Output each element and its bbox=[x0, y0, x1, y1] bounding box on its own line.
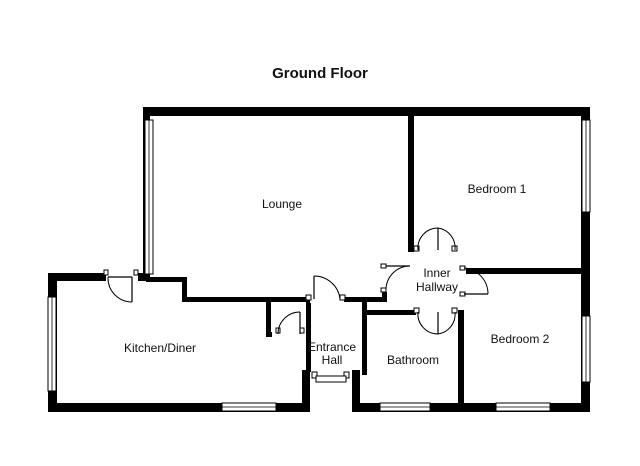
wall-right bbox=[581, 107, 590, 411]
wall-entrance-hall-left bbox=[306, 297, 311, 375]
door-entrance-front bbox=[310, 371, 352, 384]
wall-lounge-step-v bbox=[182, 277, 187, 302]
room-label-entrance-hall-line1: Entrance bbox=[308, 340, 356, 354]
room-labels: Lounge Bedroom 1 Inner Hallway Kitchen/D… bbox=[124, 182, 550, 367]
door-entrance-lounge bbox=[305, 275, 346, 303]
room-label-bedroom-2: Bedroom 2 bbox=[491, 332, 550, 346]
room-label-entrance-hall-line2: Hall bbox=[322, 353, 343, 367]
windows bbox=[47, 119, 591, 412]
wall-lounge-bottom bbox=[182, 297, 306, 302]
door-hallway-lounge bbox=[380, 262, 411, 293]
room-label-lounge: Lounge bbox=[262, 197, 302, 211]
wall-lounge-step bbox=[146, 277, 186, 282]
interior-walls bbox=[146, 112, 586, 408]
window-bedroom2-right bbox=[581, 315, 591, 383]
wall-bottom-right bbox=[360, 403, 590, 412]
door-hallway-bedroom2 bbox=[459, 265, 489, 297]
window-kitchen-bottom bbox=[221, 402, 277, 412]
door-hallway-bedroom1 bbox=[413, 227, 458, 254]
window-kitchen-left bbox=[47, 296, 57, 392]
window-lounge-left bbox=[144, 119, 154, 275]
window-bedroom2-bottom bbox=[495, 402, 551, 412]
wall-bathroom-bedroom2 bbox=[458, 310, 464, 408]
wall-bedroom1-bedroom2 bbox=[460, 268, 586, 274]
room-label-bedroom-1: Bedroom 1 bbox=[468, 182, 527, 196]
room-label-inner-hallway-line2: Hallway bbox=[416, 280, 458, 294]
wall-entrance-right bbox=[352, 370, 360, 412]
exterior-walls bbox=[48, 107, 590, 412]
wall-cupboard-left bbox=[266, 297, 271, 337]
room-label-inner-hallway-line1: Inner bbox=[423, 266, 450, 280]
doors bbox=[103, 227, 489, 384]
window-bedroom1-right bbox=[581, 119, 591, 213]
wall-top-kitchen bbox=[48, 273, 146, 281]
door-cupboard bbox=[272, 311, 306, 338]
wall-lounge-bedroom1 bbox=[408, 112, 414, 252]
wall-top bbox=[146, 107, 590, 116]
floor-title: Ground Floor bbox=[272, 65, 368, 82]
wall-entrance-left bbox=[302, 370, 310, 412]
room-label-kitchen-diner: Kitchen/Diner bbox=[124, 341, 196, 355]
room-label-bathroom: Bathroom bbox=[387, 353, 439, 367]
door-kitchen-back bbox=[103, 269, 139, 303]
wall-bottom-left bbox=[48, 403, 310, 412]
wall-entrance-hall-right bbox=[362, 297, 367, 375]
door-hallway-bathroom bbox=[413, 307, 458, 335]
wall-bathroom-top bbox=[362, 310, 420, 315]
window-bathroom-bottom bbox=[379, 402, 431, 412]
